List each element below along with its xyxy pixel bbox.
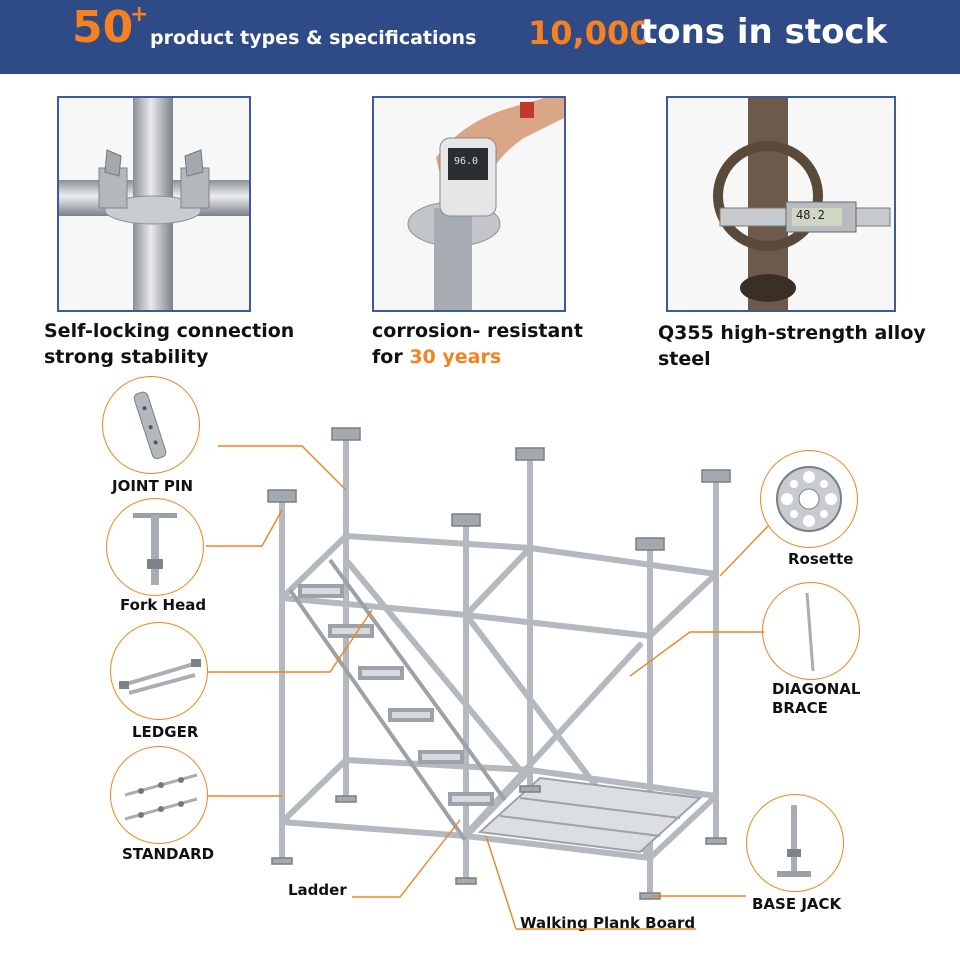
base-jack-image [746,794,844,892]
leader-lines [206,445,769,930]
fork-heads [267,427,731,551]
diagonal-brace-image [762,582,860,680]
fork-head-image [106,498,204,596]
diagonal-brace-label: DIAGONAL BRACE [772,680,861,717]
stock-tons: 10,000 [528,14,652,52]
ledger-label: LEDGER [132,723,199,741]
feature-caption-1: Self-locking connection strong stability [44,320,295,368]
rosette-image [760,450,858,548]
joint-pin-label: JOINT PIN [112,477,194,495]
walking-plank-label: Walking Plank Board [520,914,696,932]
product-count: 50 [72,2,134,53]
product-count-plus: + [130,2,149,27]
base-jack-label: BASE JACK [752,895,842,913]
product-types-text: product types & specifications [150,27,477,49]
fork-head-label: Fork Head [120,596,207,614]
connection-photo [57,96,251,312]
top-banner: 50 + product types & specifications 10,0… [0,0,960,74]
feature-caption-2: corrosion- resistant for 30 years [372,320,583,368]
caliper-photo: 48.2 [666,96,896,312]
feature-caption-3: Q355 high-strength alloy steel [658,322,926,370]
ledger-image [110,622,208,720]
standard-label: STANDARD [122,845,215,863]
gauge-reading: 96.0 [454,156,479,167]
ladder [288,558,507,842]
walking-plank [477,776,703,854]
scaffold-frame [279,437,719,898]
caliper-reading: 48.2 [796,208,825,222]
ladder-label: Ladder [288,881,347,899]
gauge-photo: 96.0 [372,96,566,312]
joint-pin-image [102,376,200,474]
stock-text: tons in stock [641,12,888,52]
standard-image [110,746,208,844]
rosette-label: Rosette [788,550,854,568]
